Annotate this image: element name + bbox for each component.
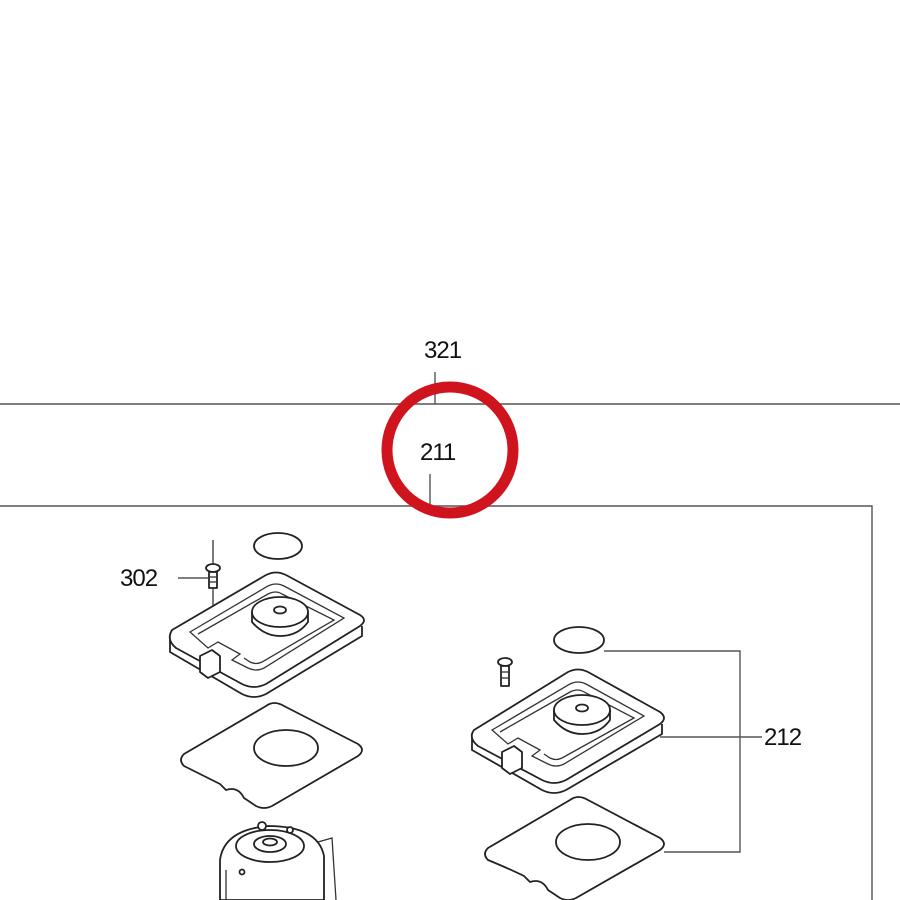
leader-212-bracket	[604, 650, 762, 853]
gasket-left	[180, 702, 363, 809]
callout-212: 212	[764, 724, 802, 751]
highlight-circle-211	[381, 381, 519, 519]
callout-302: 302	[120, 565, 158, 592]
screw-right	[497, 657, 513, 687]
callout-211: 211	[420, 439, 456, 466]
gasket-right	[484, 796, 665, 900]
cover-plate-right	[470, 668, 665, 794]
assembly-211-boundary-frame	[0, 505, 873, 900]
o-ring-right	[553, 626, 605, 654]
o-ring-left	[253, 532, 303, 560]
callout-321: 321	[424, 337, 462, 364]
motor-left	[219, 821, 337, 900]
cover-plate-left	[168, 571, 365, 698]
